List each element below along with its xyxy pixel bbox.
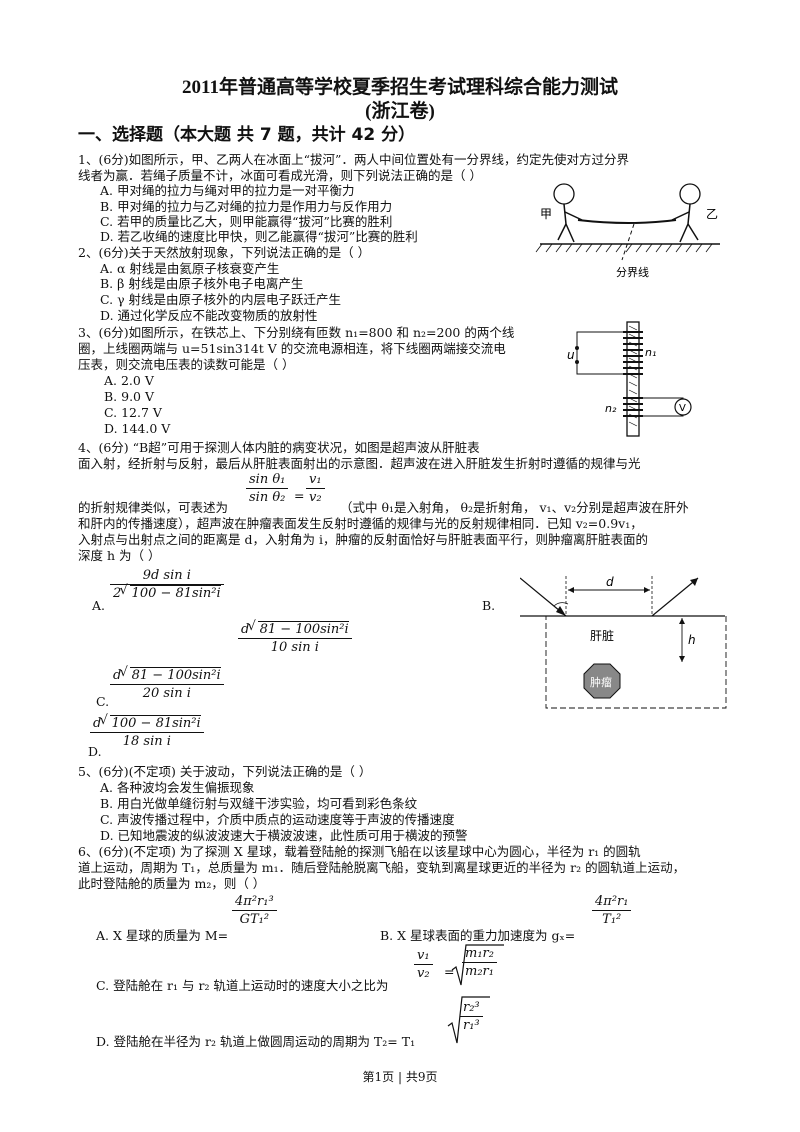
- q3-stem-line1: 3、(6分)如图所示，在铁芯上、下分别绕有匝数 n₁=800 和 n₂=200 …: [78, 325, 515, 340]
- q6-option-d-radicand: r₂³ r₁³: [460, 1000, 483, 1033]
- q2-option-a: A. α 射线是由氦原子核衰变产生: [100, 261, 280, 276]
- q4-option-a-label: A.: [92, 598, 106, 613]
- q4-option-d-numerator: d 100 − 81sin²i: [90, 715, 204, 731]
- q5-option-a: A. 各种波均会发生偏振现象: [100, 780, 255, 795]
- q6-option-b-formula: 4π²r₁ T₁²: [592, 894, 632, 927]
- q1-option-c: C. 若甲的质量比乙大，则甲能赢得“拔河”比赛的胜利: [100, 214, 393, 229]
- coil-label-n2: n₂: [605, 402, 617, 415]
- q3-stem-line3: 压表，则交流电压表的读数可能是（ ）: [78, 357, 295, 372]
- q4-law-sin1: sin θ₁: [249, 472, 286, 487]
- q6-stem-line2: 道上运动，周期为 T₁，总质量为 m₁．随后登陆舱脱离飞船，变轨到离星球更近的半…: [78, 860, 686, 875]
- q4-law-sin2: sin θ₂: [249, 490, 286, 505]
- q6-option-c-right-fraction: m₁r₂ m₂r₁: [462, 946, 497, 979]
- coil-label-n1: n₁: [645, 346, 656, 359]
- q6-option-c-radicand-den: m₂r₁: [465, 964, 494, 979]
- figure-label-jia: 甲: [540, 207, 552, 221]
- q4-stem-line3b: （式中 θ₁是入射角， θ₂是折射角， v₁、v₂分别是超声波在肝外: [340, 500, 689, 515]
- q5-option-c: C. 声波传播过程中，介质中质点的运动速度等于声波的传播速度: [100, 812, 455, 827]
- q4-option-b-formula: d 81 − 100sin²i 10 sin i: [238, 621, 352, 655]
- q6-stem-line3: 此时登陆舱的质量为 m₂，则（ ）: [78, 876, 266, 891]
- q6-option-a-numerator: 4π²r₁³: [235, 894, 274, 909]
- q4-option-a-numerator: 9d sin i: [142, 568, 191, 583]
- q3-option-a: A. 2.0 V: [104, 373, 154, 388]
- page-title: 2011年普通高等学校夏季招生考试理科综合能力测试: [182, 77, 618, 98]
- tug-of-war-figure: 甲 乙 分界线: [535, 183, 720, 279]
- figure-label-tumor: 肿瘤: [590, 675, 612, 689]
- q1-stem-line1: 1、(6分)如图所示，甲、乙两人在冰面上“拔河”．两人中间位置处有一分界线，约定…: [78, 152, 629, 167]
- q6-stem-line1: 6、(6分)(不定项) 为了探测 X 星球，载着登陆舱的探测飞船在以该星球中心为…: [78, 844, 641, 859]
- q6-option-a-text: A. X 星球的质量为 M=: [96, 928, 229, 943]
- q4-option-c-denominator: 20 sin i: [142, 686, 191, 701]
- q4-law-v2: v₂: [309, 490, 322, 505]
- q3-stem-line2: 圈，上线圈两端与 u=51sin314t V 的交流电源相连，将下线圈两端接交流…: [78, 341, 506, 356]
- q1-option-a: A. 甲对绳的拉力与绳对甲的拉力是一对平衡力: [100, 183, 355, 198]
- figure-label-yi: 乙: [706, 207, 718, 221]
- q6-option-c-equals: =: [444, 964, 455, 979]
- q6-option-c-sqrt-sign: [451, 944, 504, 986]
- q5-stem: 5、(6分)(不定项) 关于波动，下列说法正确的是（ ）: [78, 764, 372, 779]
- q2-option-c: C. γ 射线是由原子核外的内层电子跃迁产生: [100, 292, 342, 307]
- q4-stem-line2: 面入射，经折射与反射，最后从肝脏表面射出的示意图．超声波在进入肝脏发生折射时遵循…: [78, 456, 641, 471]
- q6-option-d-numerator: r₂³: [463, 1000, 480, 1015]
- q6-option-b-numerator: 4π²r₁: [595, 894, 629, 909]
- voltmeter-label: V: [679, 403, 686, 414]
- q4-option-d-formula: d 100 − 81sin²i 18 sin i: [90, 715, 204, 749]
- q4-stem-line5: 入射点与出射点之间的距离是 d，入射角为 i，肿瘤的反射面恰好与肝脏表面平行，则…: [78, 532, 648, 547]
- q4-stem-line3a: 的折射规律类似，可表述为: [78, 500, 229, 515]
- figure-label-h: h: [688, 633, 696, 647]
- q6-option-d-denominator: r₁³: [463, 1018, 480, 1033]
- q4-option-a-formula: 9d sin i 2 100 − 81sin²i: [110, 568, 224, 601]
- q1-option-d: D. 若乙收绳的速度比甲快，则乙能赢得“拔河”比赛的胜利: [100, 229, 418, 244]
- q6-option-a-denominator: GT₁²: [239, 912, 270, 927]
- q4-option-c-numerator: d 81 − 100sin²i: [110, 667, 224, 683]
- figure-label-liver: 肝脏: [590, 628, 614, 643]
- q4-option-a-denominator: 2 100 − 81sin²i: [110, 585, 224, 601]
- q4-stem-line1: 4、(6分) “B超”可用于探测人体内脏的病变状况，如图是超声波从肝脏表: [78, 440, 480, 455]
- q4-stem-line4: 和肝内的传播速度），超声波在肿瘤表面发生反射时遵循的规律与光的反射规律相同．已知…: [78, 516, 643, 531]
- figure-label-d: d: [606, 575, 614, 589]
- q6-option-c-text: C. 登陆舱在 r₁ 与 r₂ 轨道上运动时的速度大小之比为: [96, 978, 389, 993]
- q3-option-d: D. 144.0 V: [104, 421, 171, 436]
- q6-option-a-formula: 4π²r₁³ GT₁²: [232, 894, 277, 927]
- q4-law-equals: =: [294, 488, 305, 503]
- q4-option-d-denominator: 18 sin i: [122, 734, 171, 749]
- q6-option-c-radicand-num: m₁r₂: [465, 946, 494, 961]
- q4-option-b-numerator: d 81 − 100sin²i: [238, 621, 352, 637]
- q2-option-b: B. β 射线是由原子核外电子电离产生: [100, 276, 304, 291]
- q6-option-b-text: B. X 星球表面的重力加速度为 gₓ=: [380, 928, 576, 943]
- q4-option-d-label: D.: [88, 744, 102, 759]
- q3-option-b: B. 9.0 V: [104, 389, 155, 404]
- q6-option-d-text: D. 登陆舱在半径为 r₂ 轨道上做圆周运动的周期为 T₂= T₁: [96, 1034, 416, 1049]
- q3-option-c: C. 12.7 V: [104, 405, 162, 420]
- q2-stem: 2、(6分)关于天然放射现象，下列说法正确的是（ ）: [78, 245, 371, 260]
- ultrasound-liver-figure: d 肝脏 h 肿瘤: [520, 575, 727, 709]
- q1-stem-line2: 线者为赢．若绳子质量不计，冰面可看成光滑，则下列说法正确的是（ ）: [78, 168, 482, 183]
- q4-law-left-fraction: sin θ₁ sin θ₂: [246, 472, 289, 505]
- q6-option-c-v2: v₂: [417, 966, 430, 981]
- q6-option-b-denominator: T₁²: [602, 912, 622, 927]
- q2-option-d: D. 通过化学反应不能改变物质的放射性: [100, 308, 318, 323]
- q4-stem-line6: 深度 h 为（ ）: [78, 548, 161, 563]
- figure-label-boundary: 分界线: [616, 265, 649, 279]
- q4-option-b-denominator: 10 sin i: [270, 640, 319, 655]
- q4-law-v1: v₁: [309, 472, 322, 487]
- q6-option-c-v1: v₁: [417, 948, 430, 963]
- q4-law-right-fraction: v₁ v₂: [306, 472, 325, 505]
- q1-option-b: B. 甲对绳的拉力与乙对绳的拉力是作用力与反作用力: [100, 199, 393, 214]
- section-heading: 一、选择题（本大题 共 7 题，共计 42 分）: [78, 125, 416, 145]
- q5-option-d: D. 已知地震波的纵波波速大于横波波速，此性质可用于横波的预警: [100, 828, 468, 843]
- q4-option-c-formula: d 81 − 100sin²i 20 sin i: [110, 667, 224, 701]
- q5-option-b: B. 用白光做单缝衍射与双缝干涉实验，均可看到彩色条纹: [100, 796, 418, 811]
- q6-option-d-sqrt-sign: [447, 996, 490, 1044]
- source-label-u: u: [567, 348, 575, 362]
- q4-option-b-label: B.: [482, 598, 496, 613]
- q4-option-c-label: C.: [96, 694, 110, 709]
- transformer-figure: V u n₁ n₂: [567, 321, 692, 437]
- page-footer: 第1页 | 共9页: [362, 1070, 438, 1084]
- page-subtitle: (浙江卷): [365, 101, 435, 122]
- q6-option-c-left-fraction: v₁ v₂: [414, 948, 433, 981]
